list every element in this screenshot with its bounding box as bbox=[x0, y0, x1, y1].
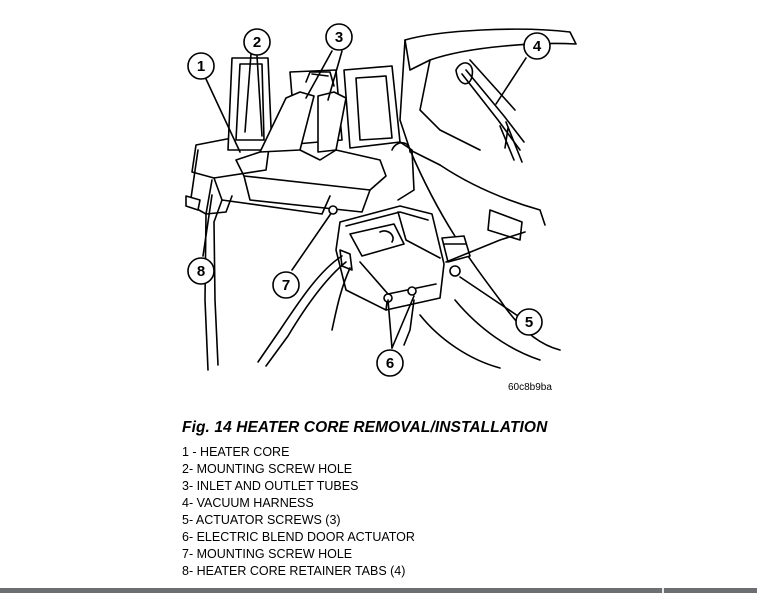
legend-item-7: 7- MOUNTING SCREW HOLE bbox=[182, 547, 353, 561]
inlet-outlet-tubes-drawing bbox=[235, 71, 387, 213]
callout-8: 8 bbox=[187, 257, 215, 285]
callout-5: 5 bbox=[515, 308, 543, 336]
legend-item-4: 4- VACUUM HARNESS bbox=[182, 496, 314, 510]
figure-id: 60c8b9ba bbox=[508, 382, 552, 393]
svg-text:2: 2 bbox=[253, 34, 261, 51]
callout-2: 2 bbox=[243, 28, 271, 56]
svg-text:4: 4 bbox=[533, 38, 542, 55]
svg-text:6: 6 bbox=[386, 355, 394, 372]
blend-door-actuator-drawing bbox=[335, 205, 471, 311]
legend-list: 1 - HEATER CORE 2- MOUNTING SCREW HOLE 3… bbox=[182, 444, 415, 580]
mounting-screw-hole-icon bbox=[328, 205, 338, 215]
dash-panel-drawing bbox=[399, 28, 577, 369]
figure-caption: Fig. 14 HEATER CORE REMOVAL/INSTALLATION bbox=[182, 419, 548, 436]
callout-leader-lines bbox=[202, 50, 527, 349]
legend-item-8: 8- HEATER CORE RETAINER TABS (4) bbox=[182, 564, 406, 578]
wiring-harness-drawing bbox=[257, 231, 526, 367]
legend-item-3: 3- INLET AND OUTLET TUBES bbox=[182, 479, 359, 493]
callout-3: 3 bbox=[325, 23, 353, 51]
heater-core-diagram: 1 2 3 4 5 6 7 8 bbox=[185, 23, 577, 377]
legend-item-2: 2- MOUNTING SCREW HOLE bbox=[182, 462, 353, 476]
bottom-divider-bar bbox=[0, 588, 757, 593]
callout-7: 7 bbox=[272, 271, 300, 299]
svg-text:3: 3 bbox=[335, 29, 343, 46]
legend-item-6: 6- ELECTRIC BLEND DOOR ACTUATOR bbox=[182, 530, 415, 544]
svg-text:7: 7 bbox=[282, 277, 290, 294]
callout-1: 1 bbox=[187, 52, 215, 80]
legend-item-1: 1 - HEATER CORE bbox=[182, 445, 290, 459]
legend-item-5: 5- ACTUATOR SCREWS (3) bbox=[182, 513, 341, 527]
svg-text:5: 5 bbox=[525, 314, 533, 331]
svg-text:1: 1 bbox=[197, 58, 205, 75]
bottom-bar-split bbox=[662, 588, 664, 593]
vacuum-harness-drawing bbox=[461, 69, 525, 163]
callout-6: 6 bbox=[376, 349, 404, 377]
callout-4: 4 bbox=[523, 32, 551, 60]
svg-text:8: 8 bbox=[197, 263, 205, 280]
